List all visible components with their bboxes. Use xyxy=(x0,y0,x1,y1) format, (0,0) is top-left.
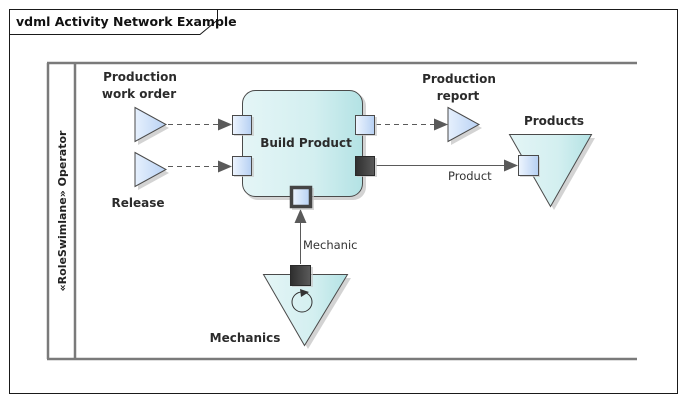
label-products: Products xyxy=(524,114,584,128)
flow-label-mechanic: Mechanic xyxy=(303,238,357,252)
swimlane-operator[interactable]: «RoleSwimlane» Operator xyxy=(46,61,637,361)
loop-icon xyxy=(291,289,313,313)
activity-build-product[interactable]: Build Product xyxy=(242,90,367,201)
output-port-product[interactable] xyxy=(355,156,378,178)
input-port-products[interactable] xyxy=(518,155,541,178)
label-mechanics: Mechanics xyxy=(210,331,281,345)
output-port-mechanic[interactable] xyxy=(290,265,314,288)
deliverable-production-report[interactable] xyxy=(447,106,482,146)
deliverable-release[interactable] xyxy=(134,151,169,191)
label-production-report-1: Production xyxy=(422,72,496,86)
diagram-title-tab xyxy=(9,9,218,35)
diagram-frame xyxy=(9,9,678,394)
diagram-title: vdml Activity Network Example xyxy=(16,14,237,29)
input-port-mechanic[interactable] xyxy=(289,185,315,211)
input-port-release[interactable] xyxy=(232,156,255,178)
deliverable-production-work-order[interactable] xyxy=(134,106,169,146)
flow-label-product: Product xyxy=(448,169,492,183)
output-port-report[interactable] xyxy=(355,115,378,137)
swimlane-label: «RoleSwimlane» Operator xyxy=(56,130,69,291)
label-production-work-order-1: Production xyxy=(103,70,177,84)
input-port-work-order[interactable] xyxy=(232,115,255,137)
label-release: Release xyxy=(111,196,164,210)
label-production-report-2: report xyxy=(437,89,480,103)
activity-name: Build Product xyxy=(260,136,352,150)
label-production-work-order-2: work order xyxy=(102,87,176,101)
